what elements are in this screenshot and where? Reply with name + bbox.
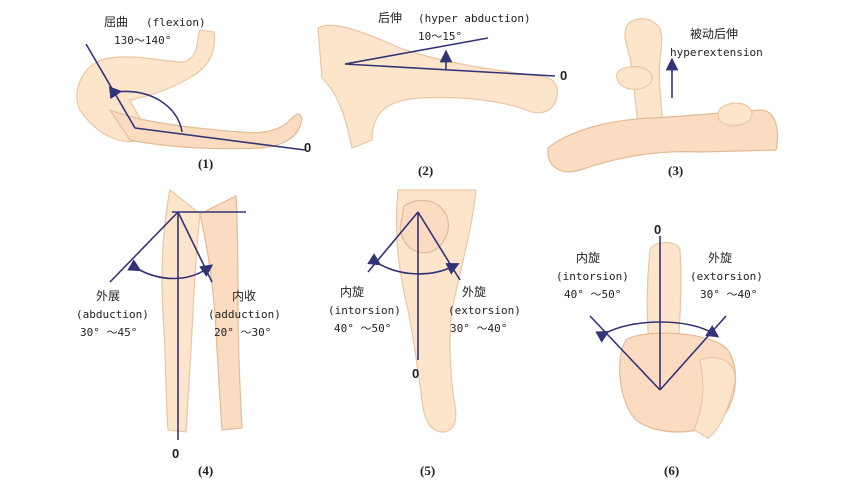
panel-4-right-leg [199, 195, 243, 431]
panel-5-number: (5) [420, 463, 435, 478]
panel-3-hand-right [717, 102, 753, 127]
panel-1-range: 130～140° [114, 34, 171, 47]
panel-5-left-label-en: (intorsion) [328, 304, 401, 317]
panel-2-label-cn: 后伸 [378, 11, 402, 25]
panel-4-left-label-en: (abduction) [76, 308, 149, 321]
panel-6-number: (6) [664, 463, 679, 478]
panel-4-right-label-cn: 内收 [232, 289, 256, 303]
panel-1-flexed-line [85, 43, 136, 129]
panel-3-hyperextension: 被动后伸 hyperextension (3) [547, 18, 779, 178]
panel-2-range: 10～15° [418, 30, 462, 43]
panel-6-right-label-cn: 外旋 [708, 251, 732, 265]
panel-2-zero-mark: 0 [560, 68, 567, 83]
panel-1-leg-straight [108, 108, 303, 150]
panel-6-angle-arc [595, 321, 720, 343]
panel-4-angle-arc [127, 259, 214, 280]
panel-5-rotation-standing: 内旋 (intorsion) 40° ～50° 外旋 (extorsion) 3… [328, 189, 521, 478]
panel-1-label-en: (flexion) [146, 16, 206, 29]
panel-6-left-label-cn: 内旋 [576, 251, 600, 265]
panel-1-label-cn: 屈曲 [104, 15, 128, 29]
panel-3-number: (3) [668, 163, 683, 178]
panel-4-left-range: 30° ～45° [80, 326, 137, 339]
panel-5-right-label-cn: 外旋 [462, 285, 486, 299]
panel-3-hand [616, 66, 653, 90]
panel-6-rotation-supine: 0 内旋 (intorsion) 40° ～50° 外旋 (extorsion)… [556, 222, 763, 478]
panel-3-label-en: hyperextension [670, 46, 763, 59]
panel-6-other-leg [693, 356, 736, 439]
panel-4-abduction-adduction: 外展 (abduction) 30° ～45° 内收 (adduction) 2… [76, 188, 281, 478]
panel-2-extended-line [344, 37, 489, 65]
panel-5-angle-arc [367, 253, 460, 275]
panel-5-thigh-shading [399, 199, 449, 254]
panel-6-left-range: 40° ～50° [564, 288, 621, 301]
panel-1-zero-mark: 0 [304, 140, 311, 155]
panel-5-zero-mark: 0 [412, 366, 419, 381]
panel-1-angle-arc [108, 86, 183, 133]
panel-2-leg [317, 24, 559, 149]
panel-4-left-label-cn: 外展 [96, 289, 120, 303]
panel-1-reference-line [134, 127, 306, 151]
panel-4-abduction-line [109, 211, 179, 283]
panel-5-left-label-cn: 内旋 [340, 285, 364, 299]
panel-5-left-range: 40° ～50° [334, 322, 391, 335]
panel-4-right-range: 20° ～30° [214, 326, 271, 339]
panel-6-right-range: 30° ～40° [700, 288, 757, 301]
panel-4-number: (4) [198, 463, 213, 478]
panel-3-body [547, 109, 779, 173]
panel-2-number: (2) [418, 163, 433, 178]
panel-5-right-label-en: (extorsion) [448, 304, 521, 317]
panel-1-number: (1) [198, 156, 213, 171]
panel-4-right-label-en: (adduction) [208, 308, 281, 321]
panel-6-zero-mark: 0 [654, 222, 661, 237]
panel-6-left-label-en: (intorsion) [556, 270, 629, 283]
panel-5-right-range: 30° ～40° [450, 322, 507, 335]
panel-4-zero-mark: 0 [172, 446, 179, 461]
panel-3-label-cn: 被动后伸 [690, 27, 738, 41]
panel-2-hyper-abduction: 后伸 (hyper abduction) 10～15° 0 (2) [317, 11, 567, 178]
panel-1-flexion: 屈曲 (flexion) 130～140° 0 (1) [76, 15, 311, 171]
panel-2-reference-line [344, 63, 556, 77]
panel-6-right-label-en: (extorsion) [690, 270, 763, 283]
panel-4-left-leg [161, 188, 201, 433]
panel-2-label-en: (hyper abduction) [418, 12, 531, 25]
